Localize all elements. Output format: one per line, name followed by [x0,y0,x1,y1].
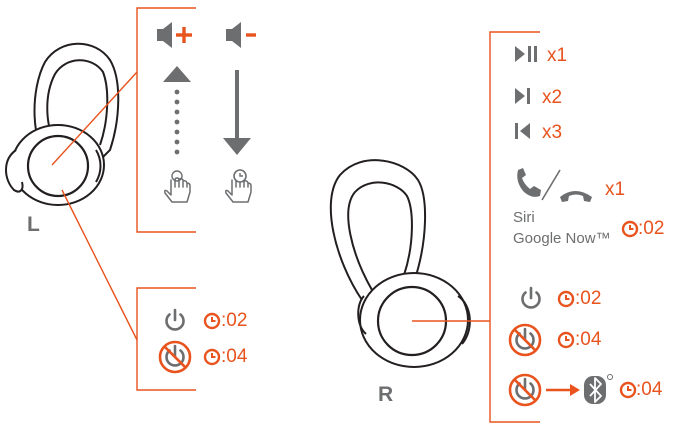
hold-down-arrow [223,70,251,155]
play-pause-icon [515,46,537,62]
right-side-label: R [378,383,394,406]
left-power-off-duration: :04 [221,346,248,367]
power-icon [165,308,185,331]
power-off-icon [160,342,190,372]
voice-assistant-siri: Siri [513,209,535,226]
clock-icon [621,220,639,238]
play-pause-count: x1 [547,45,568,66]
left-button [26,134,90,198]
end-call-icon [560,191,592,202]
clock-icon [203,312,221,330]
previous-track-icon [515,123,530,139]
clock-icon [557,331,575,349]
next-track-icon [515,88,530,104]
clock-icon [203,348,221,366]
speaker-plus-icon [157,22,192,48]
left-volume-bracket [136,7,196,233]
tap-hand-icon [164,170,191,203]
power-off-icon [510,325,540,355]
left-power-on-duration: :02 [221,310,248,331]
right-bracket [489,31,540,423]
left-power-callout-line [61,189,138,341]
power-icon [521,286,541,309]
left-earbud [5,42,120,206]
power-off-icon [510,375,540,405]
speaker-minus-icon [226,22,256,48]
next-track-count: x2 [542,87,563,108]
arrow-right-icon [546,384,580,396]
pairing-duration: :04 [636,379,663,400]
previous-track-count: x3 [542,122,563,143]
answer-end-call-count: x1 [605,179,626,200]
voice-assistant-duration: :02 [638,218,665,239]
tap-up-arrow [163,66,191,155]
clock-icon [619,381,637,399]
left-power-bracket [136,287,196,391]
right-power-on-duration: :02 [575,288,602,309]
answer-call-icon [517,168,541,197]
call-divider-icon [541,169,561,201]
left-side-label: L [27,213,40,236]
clock-icon [557,290,575,308]
left-volume-callout-line [51,71,138,166]
right-power-off-duration: :04 [575,329,602,350]
voice-assistant-google: Google Now™ [513,230,611,247]
bluetooth-icon [584,374,613,404]
hold-hand-icon [225,169,252,203]
right-earbud [329,159,471,368]
